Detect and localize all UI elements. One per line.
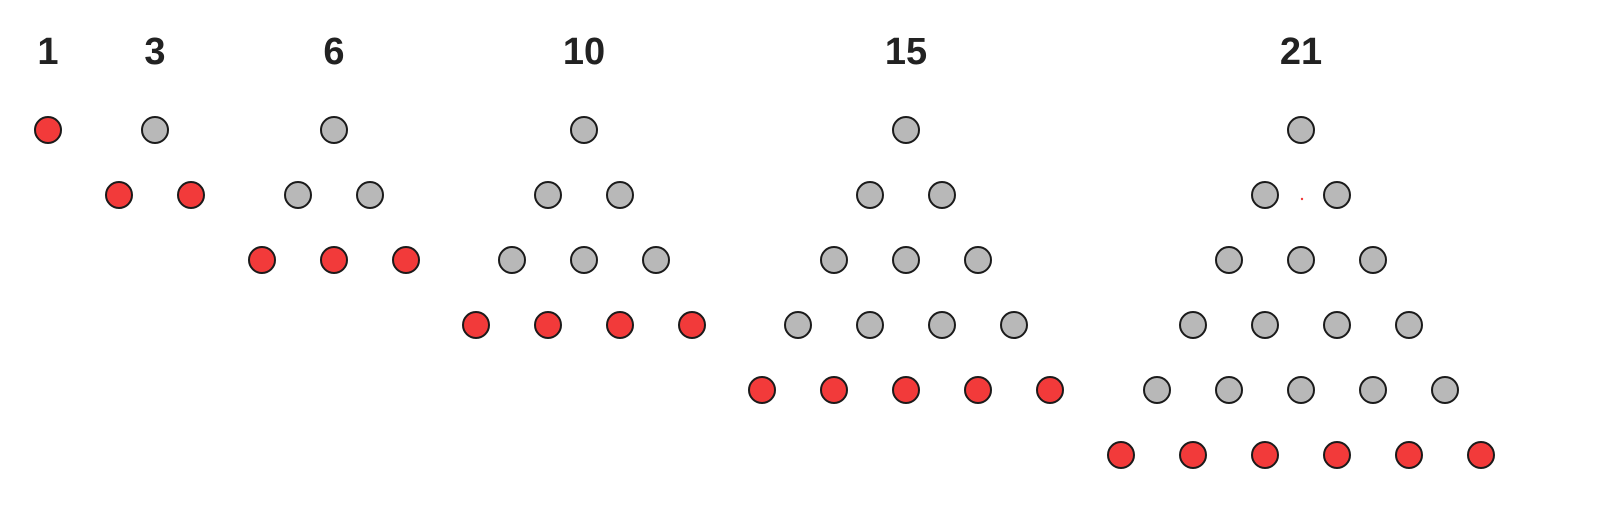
new-row-dot [1323,441,1351,469]
triangle-21 [1107,116,1495,469]
existing-dot [284,181,312,209]
existing-dot [642,246,670,274]
existing-dot [892,246,920,274]
new-row-dot [534,311,562,339]
new-row-dot [964,376,992,404]
existing-dot [856,311,884,339]
triangle-label-21: 21 [1280,31,1322,73]
existing-dot [892,116,920,144]
existing-dot [1143,376,1171,404]
triangle-label-10: 10 [563,31,605,73]
new-row-dot [248,246,276,274]
existing-dot [1431,376,1459,404]
new-row-dot [1036,376,1064,404]
triangle-dots [34,116,1495,469]
new-row-dot [1251,441,1279,469]
existing-dot [356,181,384,209]
existing-dot [606,181,634,209]
triangle-10 [462,116,706,339]
new-row-dot [392,246,420,274]
existing-dot [1215,376,1243,404]
new-row-dot [34,116,62,144]
existing-dot [928,311,956,339]
existing-dot [570,246,598,274]
triangle-label-15: 15 [885,31,927,73]
existing-dot [820,246,848,274]
existing-dot [1179,311,1207,339]
triangle-3 [105,116,205,209]
existing-dot [964,246,992,274]
new-row-dot [678,311,706,339]
existing-dot [1000,311,1028,339]
existing-dot [856,181,884,209]
existing-dot [570,116,598,144]
new-row-dot [462,311,490,339]
existing-dot [1251,311,1279,339]
existing-dot [1287,246,1315,274]
existing-dot [784,311,812,339]
existing-dot [1359,376,1387,404]
triangle-label-3: 3 [144,31,165,73]
new-row-dot [1107,441,1135,469]
new-row-dot [1467,441,1495,469]
existing-dot [534,181,562,209]
new-row-dot [606,311,634,339]
triangle-label-1: 1 [37,31,58,73]
new-row-dot [820,376,848,404]
new-row-dot [748,376,776,404]
new-row-dot [1395,441,1423,469]
existing-dot [1395,311,1423,339]
existing-dot [1287,116,1315,144]
existing-dot [928,181,956,209]
existing-dot [141,116,169,144]
new-row-dot [320,246,348,274]
existing-dot [1323,181,1351,209]
existing-dot [498,246,526,274]
new-row-dot [105,181,133,209]
new-row-dot [892,376,920,404]
triangle-label-6: 6 [323,31,344,73]
existing-dot [1251,181,1279,209]
red-speck-mark [1300,197,1304,201]
triangle-15 [748,116,1064,404]
new-row-dot [1179,441,1207,469]
triangle-labels: 1 3 6 10 15 21 [37,31,1322,73]
existing-dot [1215,246,1243,274]
triangle-6 [248,116,420,274]
existing-dot [1323,311,1351,339]
existing-dot [1287,376,1315,404]
existing-dot [1359,246,1387,274]
triangle-1 [34,116,62,144]
new-row-dot [177,181,205,209]
existing-dot [320,116,348,144]
